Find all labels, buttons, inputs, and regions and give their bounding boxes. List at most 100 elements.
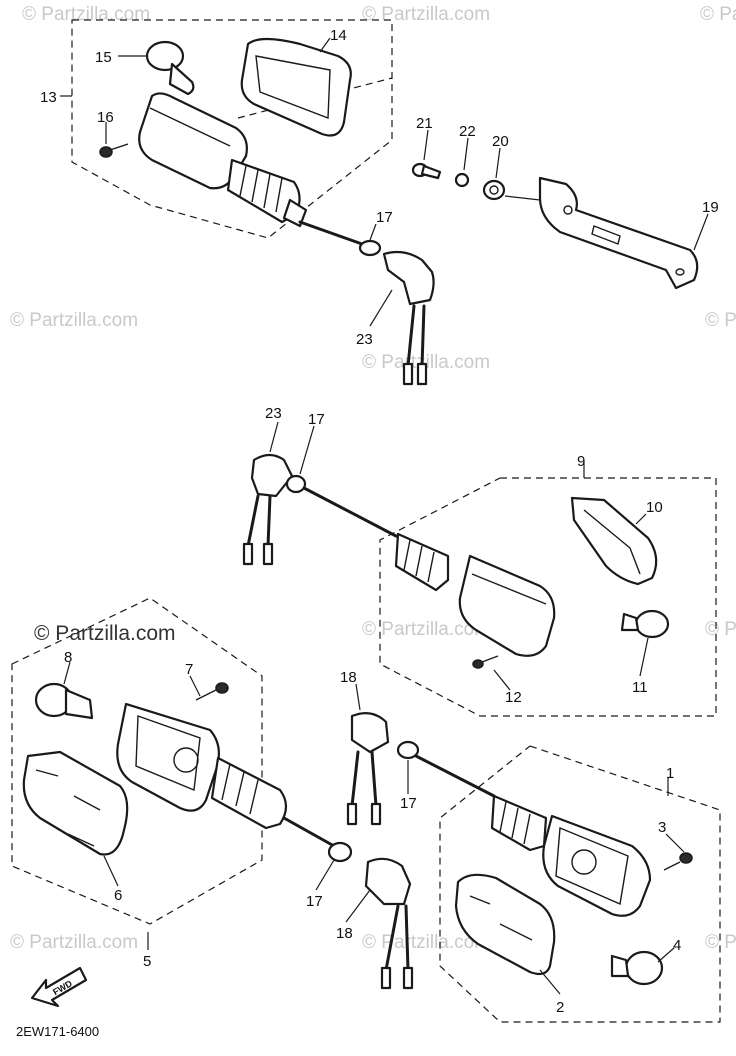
grommet-17: [358, 239, 382, 257]
leader-line: [693, 213, 709, 251]
assembly-1-group: 1 3 4 2 18 17: [340, 669, 721, 1023]
assembly-5-group: © Partzilla.com: [11, 597, 414, 990]
leader-line: [63, 661, 71, 685]
watermark: © Partzilla.com: [700, 4, 736, 25]
lens-10: [570, 496, 658, 586]
callout-17: 17: [306, 893, 323, 910]
grommet-17: [285, 474, 307, 494]
watermark: © Partzilla.com: [22, 4, 150, 25]
wire: [282, 816, 336, 848]
watermark: © Partzilla.com: [362, 352, 490, 373]
leader-line: [665, 833, 685, 853]
assembly-13-boundary: [71, 19, 393, 239]
callout-9: 9: [577, 453, 585, 470]
bulb-15: [145, 40, 195, 96]
bulb-8: [34, 682, 94, 720]
callout-6: 6: [114, 887, 122, 904]
callout-8: 8: [64, 649, 72, 666]
callout-21: 21: [416, 115, 433, 132]
callout-23: 23: [265, 405, 282, 422]
callout-14: 14: [330, 27, 347, 44]
leader-line: [504, 195, 541, 201]
assembly-13-boundary: [237, 77, 393, 119]
leader-line: [423, 129, 429, 161]
leader-line: [495, 147, 501, 179]
connector-cover-18: [346, 711, 390, 826]
turn-signal-housing-5: [116, 702, 288, 830]
wire: [298, 220, 364, 246]
leader-line: [635, 513, 647, 525]
leader-line: [269, 421, 279, 453]
callout-11: 11: [632, 679, 648, 696]
leader-line: [319, 37, 331, 53]
callout-10: 10: [646, 499, 663, 516]
connector-cover-23: [382, 250, 435, 386]
leader-line: [189, 675, 201, 697]
turn-signal-housing-9: [394, 532, 556, 657]
callout-17: 17: [400, 795, 417, 812]
assembly-5-boundary: [11, 597, 263, 925]
leader-line: [369, 223, 377, 241]
turn-signal-housing-1: [490, 794, 652, 917]
callout-18: 18: [336, 925, 353, 942]
callout-19: 19: [702, 199, 719, 216]
collar-20: [482, 179, 506, 201]
callout-2: 2: [556, 999, 564, 1016]
wire: [414, 754, 496, 798]
leader-line: [639, 637, 649, 677]
leader-line: [369, 289, 393, 327]
callout-22: 22: [459, 123, 476, 140]
watermark: © Partzilla.com: [362, 619, 490, 640]
leader-line: [345, 889, 371, 923]
callout-17: 17: [308, 411, 325, 428]
callout-7: 7: [185, 661, 193, 678]
bulb-11: [620, 609, 670, 639]
screw-3: [663, 852, 693, 871]
fwd-arrow: FWD: [30, 966, 88, 1008]
callout-16: 16: [97, 109, 114, 126]
callout-23: 23: [356, 331, 373, 348]
watermark: © Partzilla.com: [705, 310, 736, 331]
connector-cover-23: [242, 453, 294, 566]
connector-cover-18: [364, 857, 414, 990]
leader-line: [463, 137, 469, 171]
lens-14: [255, 55, 331, 120]
diagram-code: 2EW171-6400: [16, 1024, 99, 1039]
leader-line: [539, 969, 561, 995]
callout-20: 20: [492, 133, 509, 150]
lens-2: [454, 873, 556, 976]
watermark: © Partzilla.com: [705, 619, 736, 640]
callout-17: 17: [376, 209, 393, 226]
callout-18: 18: [340, 669, 357, 686]
callout-13: 13: [40, 89, 57, 106]
watermark: © Partzilla.com: [10, 932, 138, 953]
lens-6: [22, 750, 129, 856]
screw-7: [195, 682, 229, 701]
watermark: © Partzilla.com: [705, 932, 736, 953]
leader-line: [103, 855, 119, 887]
grommet-17: [327, 841, 353, 863]
leader-line: [355, 683, 361, 711]
washer-22: [454, 172, 470, 188]
watermark-layer: © Partzilla.com © Partzilla.com © Partzi…: [10, 4, 736, 953]
bracket-group: 21 22 20 19: [411, 115, 719, 290]
callout-4: 4: [673, 937, 681, 954]
wire: [302, 486, 398, 538]
callout-12: 12: [505, 689, 522, 706]
bolt-21: [411, 162, 442, 180]
leader-line: [315, 859, 335, 891]
watermark: © Partzilla.com: [10, 310, 138, 331]
assembly-9-group: 9 10 11 12 23 17: [242, 405, 717, 717]
lens-14: [240, 37, 352, 137]
screw-16: [99, 143, 129, 158]
turn-signal-housing-13: [138, 92, 308, 228]
bulb-4: [610, 950, 664, 986]
callout-5: 5: [143, 953, 151, 970]
screw-12: [472, 655, 499, 669]
leader-line: [299, 425, 315, 475]
assembly-9-boundary: [379, 477, 717, 717]
watermark: © Partzilla.com: [362, 932, 490, 953]
leader-line: [493, 669, 511, 691]
